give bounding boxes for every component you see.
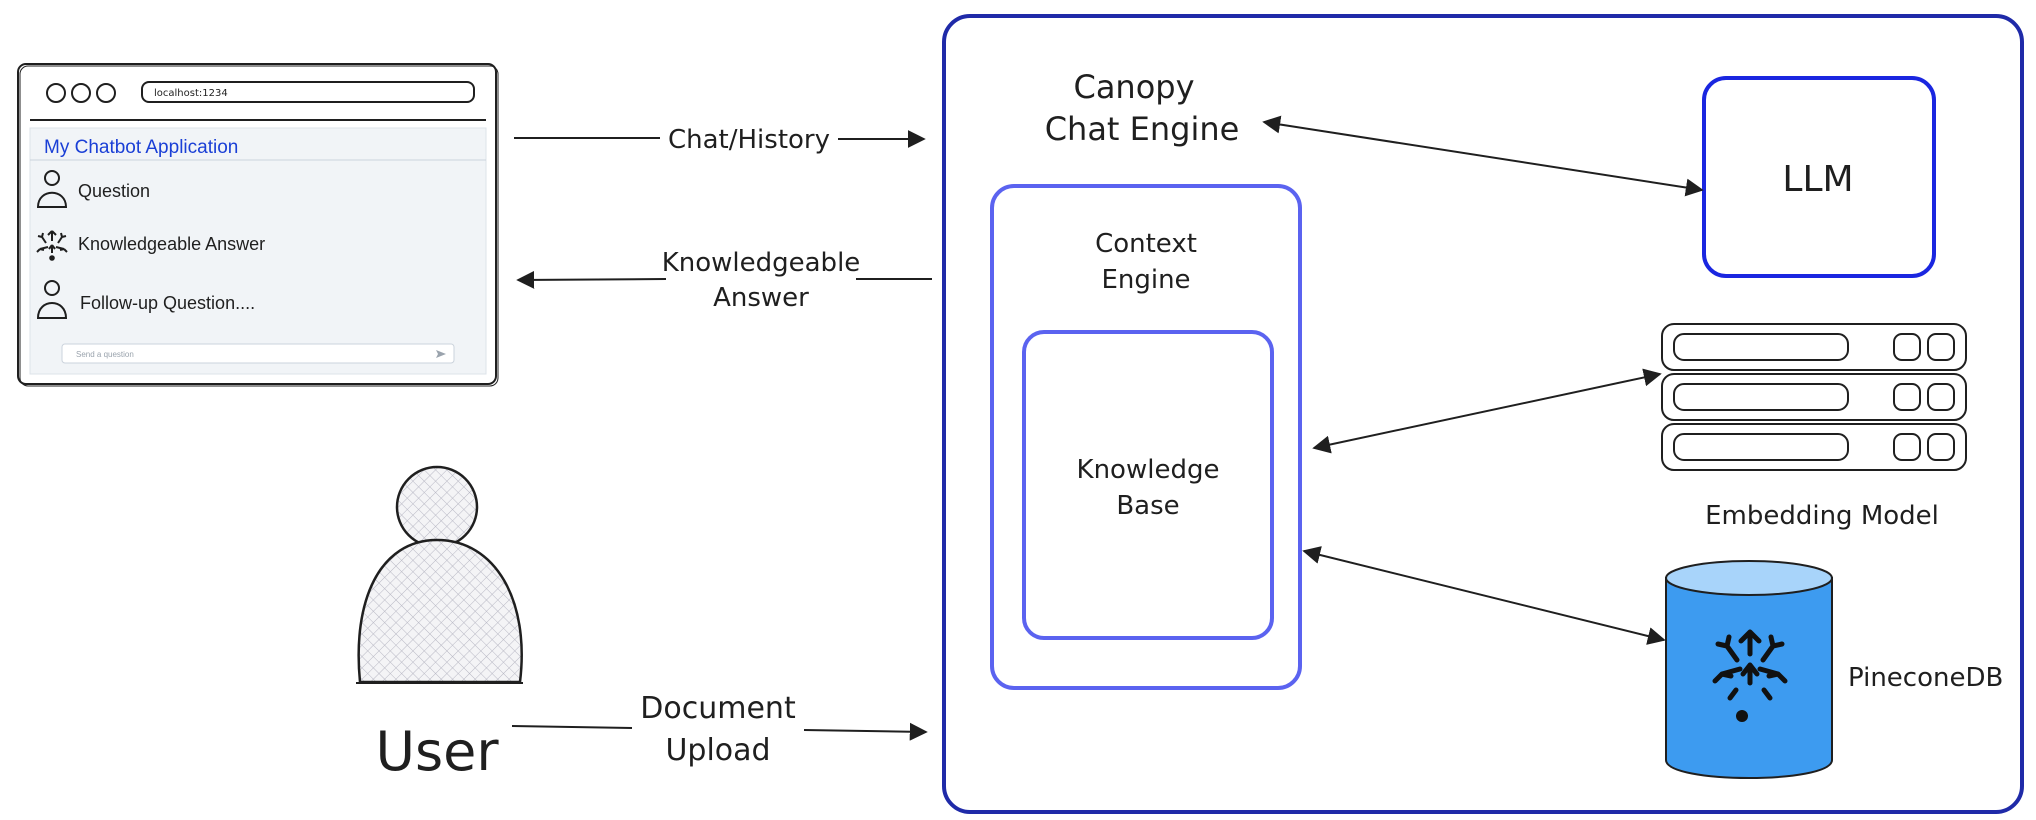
document-upload-flow: Document Upload [511,691,928,768]
document-label-line1: Document [640,691,796,726]
user-icon [36,280,68,319]
context-engine-box: Context Engine [990,184,1302,690]
knowledge-base-label-line2: Base [1116,491,1179,521]
window-dot-icon[interactable] [96,83,116,103]
llm-connection-arrow [1262,115,1704,197]
address-bar-url: localhost:1234 [154,88,228,99]
canopy-title-line1: Canopy [1073,68,1194,106]
knowledge-base-box: Knowledge Base [1022,330,1274,640]
pinecone-db: PineconeDB [1665,560,2003,779]
question-input-placeholder: Send a question [76,350,134,359]
pinecone-db-label: PineconeDB [1848,663,2003,693]
user-label: User [375,720,499,783]
context-engine-label-line2: Engine [1101,265,1190,295]
chat-panel [29,127,487,375]
embedding-connection-arrow [1312,368,1662,454]
server-rack-icon [1661,423,1967,471]
chat-history-flow: Chat/History [514,125,926,155]
message-text: Question [78,181,150,201]
answer-flow: Knowledgeable Answer [516,248,932,313]
answer-label-line2: Answer [713,283,809,313]
llm-box: LLM [1702,76,1936,278]
pinecone-logo-icon [36,230,68,261]
chat-history-label: Chat/History [668,125,830,155]
pinecone-logo-icon [1712,629,1788,701]
embedding-model-label: Embedding Model [1705,501,1939,531]
context-engine-label-line1: Context [1095,229,1197,259]
user-icon [36,170,68,208]
document-label-line2: Upload [665,733,770,768]
server-rack-icon [1661,323,1967,371]
address-bar[interactable] [141,81,475,103]
engine-connections [1262,115,1704,645]
answer-label-line1: Knowledgeable [662,248,861,278]
db-connection-arrow [1302,546,1666,645]
window-dot-icon[interactable] [46,83,66,103]
list-item: Follow-up Question.... [36,280,255,319]
message-text: Follow-up Question.... [80,293,255,313]
user-figure: User [356,465,523,783]
canopy-title-line2: Chat Engine [1045,110,1240,148]
send-icon[interactable] [436,350,446,358]
list-item: Question [36,170,150,208]
llm-label: LLM [1782,159,1853,200]
embedding-model-stack: Embedding Model [1661,323,1967,531]
message-text: Knowledgeable Answer [78,234,265,254]
list-item: Knowledgeable Answer [36,230,265,261]
question-input[interactable]: Send a question [61,343,455,364]
window-dot-icon[interactable] [71,83,91,103]
pinecone-dot [1736,710,1748,722]
knowledge-base-label-line1: Knowledge [1077,455,1220,485]
browser-window: localhost:1234 My Chatbot Application Qu… [17,63,499,387]
app-title: My Chatbot Application [44,137,238,158]
canopy-container: Canopy Chat Engine [942,14,2024,814]
server-rack-icon [1661,373,1967,421]
